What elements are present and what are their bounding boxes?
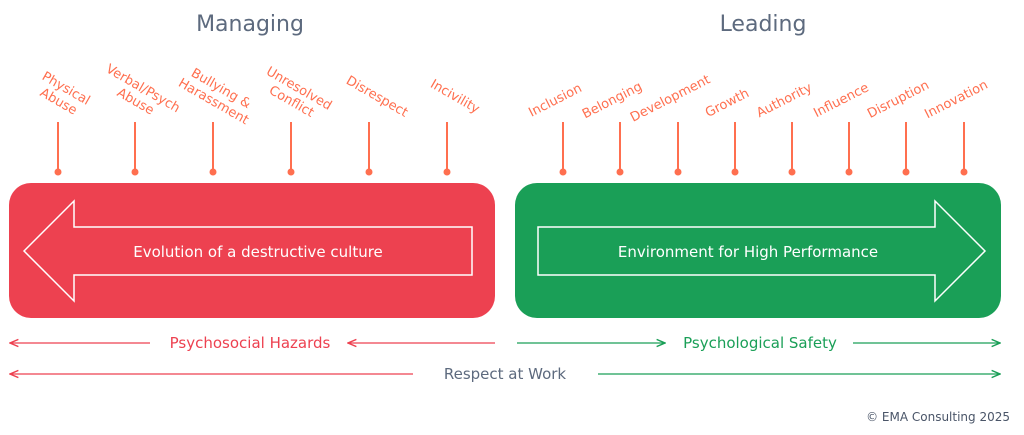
pin-dot [209, 168, 217, 176]
pin-dot [960, 168, 968, 176]
pin-dot [788, 168, 796, 176]
pin-dot [54, 168, 62, 176]
leading-title: Leading [720, 12, 807, 37]
managing-title: Managing [196, 12, 304, 37]
destructive-culture-text: Evolution of a destructive culture [133, 243, 383, 261]
hazard-label: Verbal/PsychAbuse [96, 62, 183, 129]
pin-dot [674, 168, 682, 176]
hazard-label: Bullying &Harassment [175, 63, 258, 128]
left-arrow-shape [22, 199, 473, 303]
hazard-label: UnresolvedConflict [256, 64, 334, 127]
safety-label: Growth [703, 86, 752, 121]
hazard-label: Incivility [428, 77, 483, 117]
pin-dot [443, 168, 451, 176]
safety-label: Influence [811, 81, 871, 122]
pin-dot [616, 168, 624, 176]
pin-dot [365, 168, 373, 176]
pin-dot [845, 168, 853, 176]
psychological-safety-label: Psychological Safety [683, 334, 837, 352]
right-arrow-shape [537, 199, 987, 303]
high-performance-box [515, 183, 1001, 318]
pin-dot [287, 168, 295, 176]
hazard-label: Disrespect [343, 73, 410, 120]
pin-dot [131, 168, 139, 176]
high-performance-text: Environment for High Performance [618, 243, 878, 261]
hazard-label: PhysicalAbuse [32, 69, 93, 121]
safety-label: Innovation [922, 78, 990, 123]
pin-dot [902, 168, 910, 176]
safety-label: Disruption [865, 78, 932, 122]
safety-label: Authority [754, 80, 815, 121]
safety-label: Development [628, 72, 713, 125]
destructive-culture-box [9, 183, 495, 318]
copyright: © EMA Consulting 2025 [866, 410, 1010, 424]
respect-at-work-label: Respect at Work [444, 365, 567, 383]
pin-dot [559, 168, 567, 176]
pin-dot [731, 168, 739, 176]
safety-label: Inclusion [526, 81, 584, 121]
psychosocial-hazards-label: Psychosocial Hazards [170, 334, 331, 352]
